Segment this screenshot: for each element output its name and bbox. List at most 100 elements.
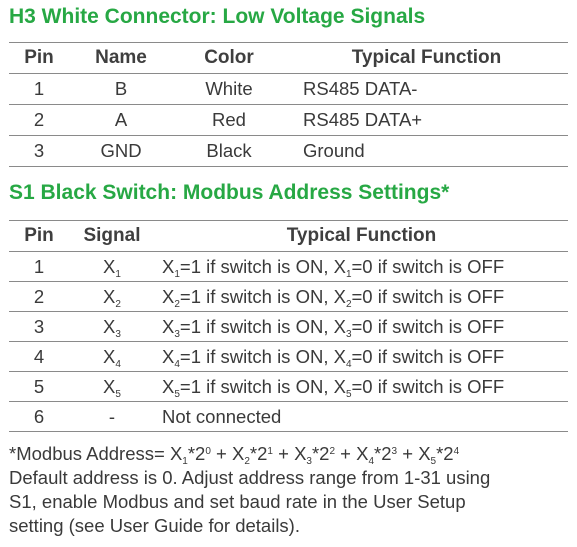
table-row: 5 X5 X5=1 if switch is ON, X5=0 if switc… (9, 371, 568, 402)
table-header-row: Pin Signal Typical Function (9, 220, 568, 252)
table-row: 4 X4 X4=1 if switch is ON, X4=0 if switc… (9, 341, 568, 372)
function-subscript: 1 (174, 268, 180, 280)
note-line: S1, enable Modbus and set baud rate in t… (9, 491, 466, 512)
function-subscript: 1 (345, 268, 352, 280)
signal-var: X (103, 375, 116, 397)
signal-subscript: 2 (115, 298, 121, 310)
formula-multiplier: *2 (311, 443, 330, 464)
formula-term: X4*23 (356, 443, 398, 467)
function-text-off: =0 if switch is OFF (351, 315, 505, 337)
column-header-function: Typical Function (285, 42, 568, 74)
formula-subscript: 2 (244, 456, 250, 467)
function-var: X (162, 285, 175, 307)
color-cell: White (173, 73, 285, 105)
s1-switch-table: Pin Signal Typical Function 1 X1 X1=1 if… (9, 220, 568, 432)
column-header-name: Name (69, 42, 173, 74)
formula-exponent: 2 (329, 446, 336, 457)
color-cell: Red (173, 104, 285, 136)
pin-cell: 1 (9, 73, 69, 105)
function-text-off: =0 if switch is OFF (351, 285, 505, 307)
formula-multiplier: *2 (436, 443, 454, 464)
function-subscript: 4 (345, 358, 352, 370)
function-text-on: =1 if switch is ON, X (179, 285, 346, 307)
formula-plus: + (397, 443, 419, 464)
function-cell: X1=1 if switch is ON, X1=0 if switch is … (155, 251, 568, 282)
formula-exponent: 0 (205, 446, 211, 457)
formula-multiplier: *2 (249, 443, 268, 464)
formula-exponent: 4 (453, 446, 460, 457)
function-subscript: 5 (174, 388, 180, 400)
formula-exponent: 3 (391, 446, 398, 457)
pin-cell: 6 (9, 401, 69, 432)
function-var: X (162, 375, 175, 397)
function-text-on: =1 if switch is ON, X (179, 255, 346, 277)
function-cell: RS485 DATA- (285, 73, 568, 105)
function-cell: X4=1 if switch is ON, X4=0 if switch is … (155, 341, 568, 372)
signal-cell: X5 (69, 371, 155, 402)
name-cell: B (69, 73, 173, 105)
signal-subscript: 3 (115, 328, 121, 340)
pin-cell: 4 (9, 341, 69, 372)
signal-cell: X2 (69, 281, 155, 312)
signal-cell: - (69, 401, 155, 432)
pin-cell: 1 (9, 251, 69, 282)
column-header-signal: Signal (69, 220, 155, 252)
function-subscript: 2 (174, 298, 180, 310)
pin-cell: 2 (9, 281, 69, 312)
function-var: X (162, 315, 175, 337)
table-row: 6 - Not connected (9, 401, 568, 432)
column-header-function: Typical Function (155, 220, 568, 252)
function-cell: Ground (285, 135, 568, 167)
table-row: 2 X2 X2=1 if switch is ON, X2=0 if switc… (9, 281, 568, 312)
formula-var: X (294, 443, 307, 464)
function-subscript: 3 (345, 328, 352, 340)
function-cell: RS485 DATA+ (285, 104, 568, 136)
function-text-off: =0 if switch is OFF (351, 255, 505, 277)
function-text-on: =1 if switch is ON, X (179, 345, 346, 367)
signal-var: X (103, 285, 116, 307)
formula-plus: + (210, 443, 233, 464)
function-var: X (162, 345, 175, 367)
formula-var: X (418, 443, 431, 464)
note-line: setting (see User Guide for details). (9, 515, 300, 536)
formula-prefix: *Modbus Address= (9, 443, 170, 464)
function-cell: Not connected (155, 401, 568, 432)
name-cell: GND (69, 135, 173, 167)
formula-subscript: 3 (306, 456, 312, 467)
formula-term: X1*20 (170, 443, 211, 467)
signal-var: X (103, 255, 116, 277)
formula-multiplier: *2 (374, 443, 392, 464)
formula-plus: + (335, 443, 357, 464)
modbus-formula: *Modbus Address= X1*20 + X2*21 + X3*22 +… (9, 442, 571, 467)
signal-cell: X1 (69, 251, 155, 282)
table-row: 1 B White RS485 DATA- (9, 73, 568, 105)
formula-term: X5*24 (418, 443, 460, 467)
h3-pin-table: Pin Name Color Typical Function 1 B Whit… (9, 42, 568, 167)
signal-var: X (103, 315, 116, 337)
formula-subscript: 4 (368, 456, 375, 467)
formula-var: X (232, 443, 245, 464)
column-header-pin: Pin (9, 42, 69, 74)
function-cell: X5=1 if switch is ON, X5=0 if switch is … (155, 371, 568, 402)
function-text-on: =1 if switch is ON, X (179, 315, 346, 337)
function-subscript: 5 (345, 388, 352, 400)
formula-term: X3*22 (294, 443, 336, 467)
signal-var: X (103, 345, 116, 367)
table-row: 2 A Red RS485 DATA+ (9, 104, 568, 136)
signal-subscript: 4 (115, 358, 121, 370)
table-row: 1 X1 X1=1 if switch is ON, X1=0 if switc… (9, 251, 568, 282)
formula-plus: + (272, 443, 295, 464)
column-header-pin: Pin (9, 220, 69, 252)
signal-cell: X3 (69, 311, 155, 342)
formula-var: X (356, 443, 369, 464)
formula-exponent: 1 (267, 446, 273, 457)
color-cell: Black (173, 135, 285, 167)
modbus-address-note: *Modbus Address= X1*20 + X2*21 + X3*22 +… (9, 442, 571, 538)
formula-subscript: 1 (182, 456, 188, 467)
function-subscript: 2 (345, 298, 352, 310)
name-cell: A (69, 104, 173, 136)
table-row: 3 GND Black Ground (9, 135, 568, 167)
function-cell: X2=1 if switch is ON, X2=0 if switch is … (155, 281, 568, 312)
function-subscript: 3 (174, 328, 180, 340)
formula-term: X2*21 (232, 443, 273, 467)
